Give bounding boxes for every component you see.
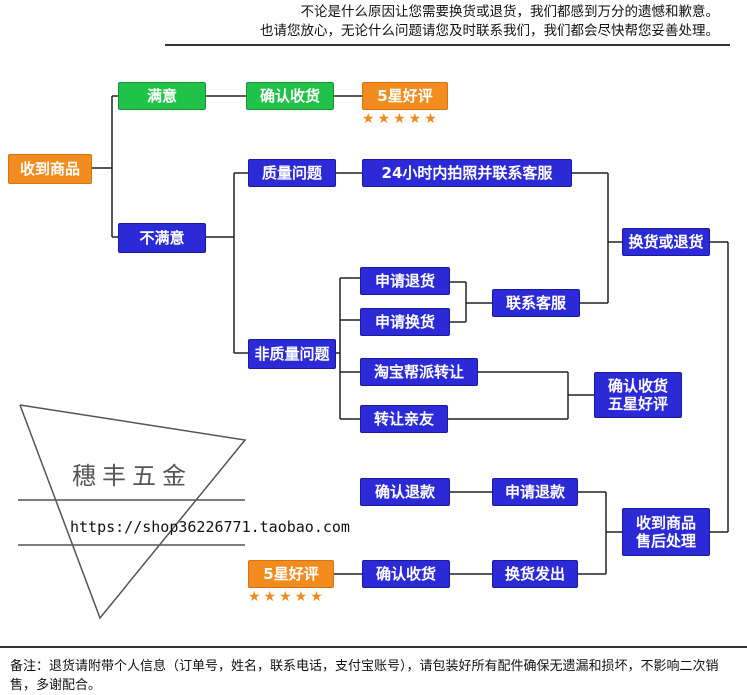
five-star-rating-top: ★★★★★ <box>362 111 440 127</box>
node-contact-service: 联系客服 <box>492 289 580 317</box>
node-confirm-receipt-top: 确认收货 <box>246 82 334 110</box>
node-transfer-friend: 转让亲友 <box>360 405 448 433</box>
node-exchange-shipped: 换货发出 <box>492 560 578 588</box>
node-received: 收到商品 <box>8 154 92 184</box>
watermark-url: https://shop36226771.taobao.com <box>70 518 350 536</box>
node-after-sale: 收到商品 售后处理 <box>622 508 710 556</box>
node-taobao-transfer: 淘宝帮派转让 <box>360 358 478 386</box>
footer-note: 备注：退货请附带个人信息（订单号，姓名，联系电话，支付宝账号），请包装好所有配件… <box>10 659 719 693</box>
node-five-star-top: 5星好评 <box>362 82 448 110</box>
node-confirm-five-star: 确认收货 五星好评 <box>594 372 682 418</box>
header-line-2: 也请您放心，无论什么问题请您及时联系我们，我们都会尽快帮您妥善处理。 <box>260 23 719 39</box>
node-exchange-or-return: 换货或退货 <box>622 228 710 256</box>
five-star-rating-bottom: ★★★★★ <box>248 589 326 605</box>
node-apply-refund: 申请退款 <box>492 478 578 506</box>
node-non-quality-issue: 非质量问题 <box>248 339 336 369</box>
footer-divider <box>0 646 747 648</box>
node-apply-return: 申请退货 <box>360 267 450 295</box>
node-apply-exchange: 申请换货 <box>360 308 450 336</box>
connector-lines <box>92 95 729 575</box>
watermark-triangle <box>18 404 247 620</box>
watermark-shop-name: 穗丰五金 <box>72 462 192 490</box>
node-confirm-receipt-bottom: 确认收货 <box>362 560 450 588</box>
header-line-1: 不论是什么原因让您需要换货或退货，我们都感到万分的遗憾和歉意。 <box>300 4 720 20</box>
node-quality-issue: 质量问题 <box>248 159 336 187</box>
node-satisfied: 满意 <box>118 82 206 110</box>
header-divider <box>165 44 730 46</box>
node-five-star-bottom: 5星好评 <box>248 560 334 588</box>
node-photo-contact: 24小时内拍照并联系客服 <box>362 159 572 187</box>
node-confirm-refund: 确认退款 <box>360 478 450 506</box>
node-unsatisfied: 不满意 <box>118 223 206 253</box>
